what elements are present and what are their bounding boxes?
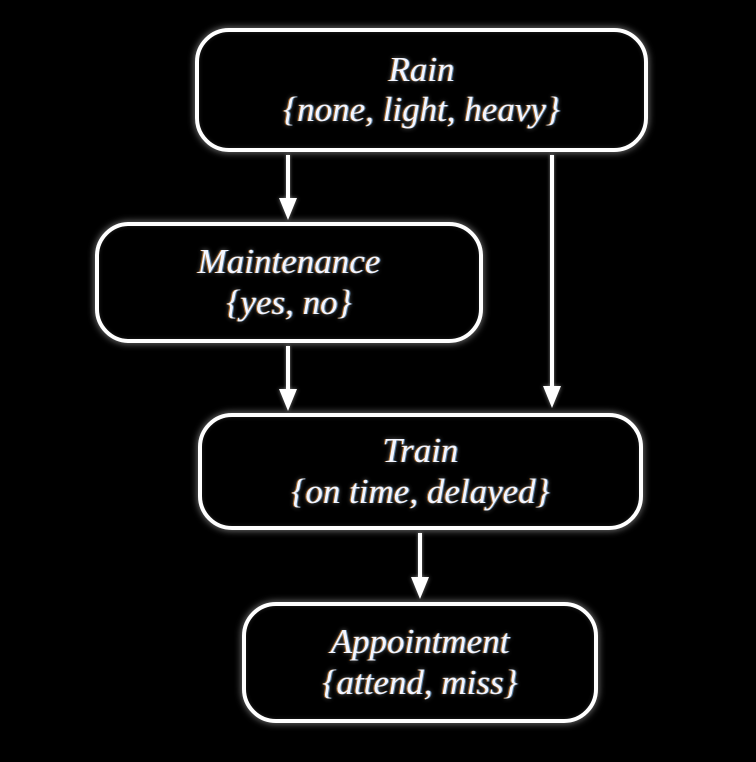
edge-train-to-appointment-arrowhead bbox=[411, 577, 429, 599]
node-rain[interactable]: Rain {none, light, heavy} bbox=[195, 28, 648, 152]
node-appointment[interactable]: Appointment {attend, miss} bbox=[242, 602, 598, 723]
edge-train-to-appointment-shaft bbox=[418, 533, 422, 579]
edge-maintenance-to-train-shaft bbox=[286, 346, 290, 391]
edge-rain-to-train-shaft bbox=[550, 155, 554, 388]
node-appointment-states: {attend, miss} bbox=[322, 662, 518, 702]
edge-rain-to-maintenance bbox=[279, 155, 297, 220]
edge-rain-to-maintenance-arrowhead bbox=[279, 198, 297, 220]
node-maintenance-label: Maintenance bbox=[197, 242, 381, 282]
node-train-states: {on time, delayed} bbox=[291, 471, 550, 511]
edge-rain-to-train bbox=[543, 155, 561, 410]
node-maintenance[interactable]: Maintenance {yes, no} bbox=[95, 222, 483, 343]
edge-rain-to-train-arrowhead bbox=[543, 386, 561, 408]
node-rain-label: Rain bbox=[388, 49, 455, 89]
node-train-label: Train bbox=[382, 431, 459, 471]
node-maintenance-states: {yes, no} bbox=[226, 282, 352, 322]
edge-train-to-appointment bbox=[411, 533, 429, 600]
edge-maintenance-to-train-arrowhead bbox=[279, 389, 297, 411]
edge-maintenance-to-train bbox=[279, 346, 297, 411]
node-appointment-label: Appointment bbox=[330, 622, 510, 662]
node-train[interactable]: Train {on time, delayed} bbox=[198, 413, 643, 530]
node-rain-states: {none, light, heavy} bbox=[283, 90, 560, 129]
edge-rain-to-maintenance-shaft bbox=[286, 155, 290, 200]
